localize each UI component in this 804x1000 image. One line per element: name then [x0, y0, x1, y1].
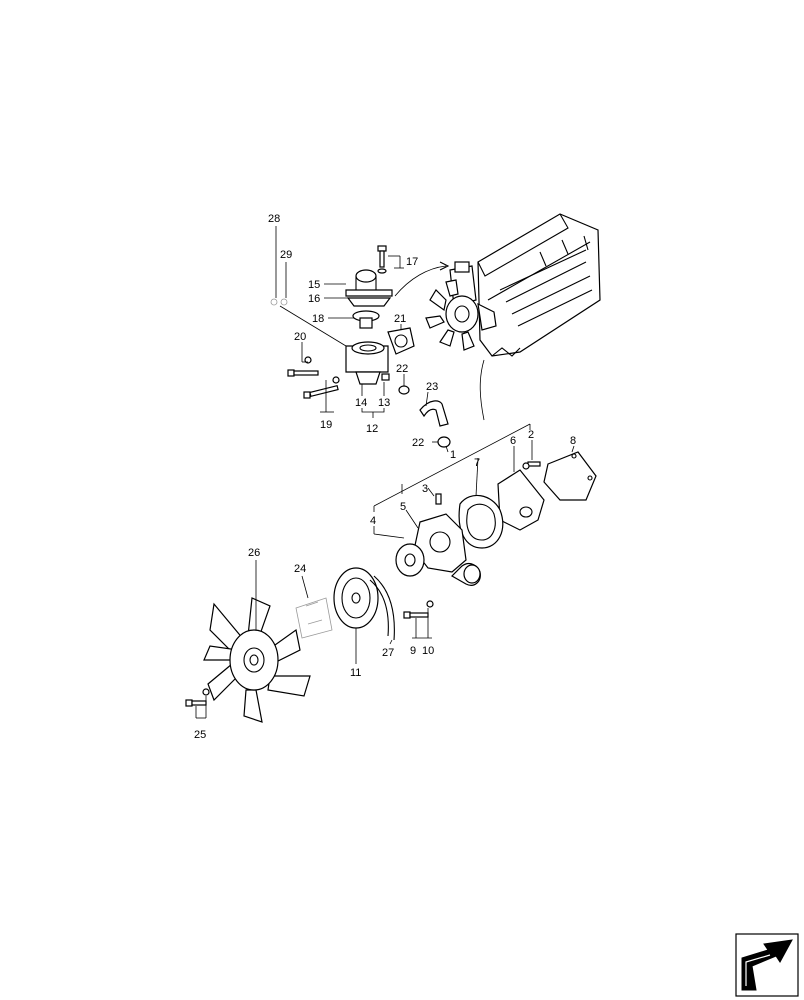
- callout-22-lower: 22: [412, 437, 424, 449]
- callout-5: 5: [400, 501, 406, 513]
- callout-8: 8: [570, 435, 576, 447]
- callout-29: 29: [280, 249, 292, 261]
- callout-26: 26: [248, 547, 260, 559]
- thermostat-group: [270, 245, 451, 448]
- callout-21: 21: [394, 313, 406, 325]
- callout-18: 18: [312, 313, 324, 325]
- callout-22-upper: 22: [396, 363, 408, 375]
- callout-17: 17: [406, 256, 418, 268]
- callout-13: 13: [378, 397, 390, 409]
- assembly-arrow-lower: [479, 359, 485, 421]
- callout-12: 12: [366, 423, 378, 435]
- callout-20: 20: [294, 331, 306, 343]
- callout-labels: 28 29 17 15 16 18 21 20 22 23 14 13 19 1…: [194, 213, 576, 741]
- callout-6: 6: [510, 435, 516, 447]
- engine-block: [425, 213, 601, 357]
- callout-23: 23: [426, 381, 438, 393]
- callout-14: 14: [355, 397, 367, 409]
- callout-10: 10: [422, 645, 434, 657]
- assembly-arrow-upper: [394, 265, 447, 297]
- callout-1: 1: [450, 449, 456, 461]
- callout-11: 11: [350, 667, 361, 679]
- callout-4: 4: [370, 515, 376, 527]
- arrow-next-page-icon: [741, 939, 793, 991]
- callout-7: 7: [474, 457, 480, 469]
- callout-19: 19: [320, 419, 332, 431]
- fan-group: [185, 597, 311, 723]
- callout-16: 16: [308, 293, 320, 305]
- callout-2: 2: [528, 429, 534, 441]
- leader-lines: [195, 226, 575, 719]
- callout-15: 15: [308, 279, 320, 291]
- callout-27: 27: [382, 647, 394, 659]
- callout-25: 25: [194, 729, 206, 741]
- callout-28: 28: [268, 213, 280, 225]
- callout-24: 24: [294, 563, 306, 575]
- water-pump-group: [395, 451, 597, 619]
- pulley-group: [295, 567, 395, 641]
- callout-9: 9: [410, 645, 416, 657]
- callout-3: 3: [422, 483, 428, 495]
- next-page-nav[interactable]: [735, 933, 799, 997]
